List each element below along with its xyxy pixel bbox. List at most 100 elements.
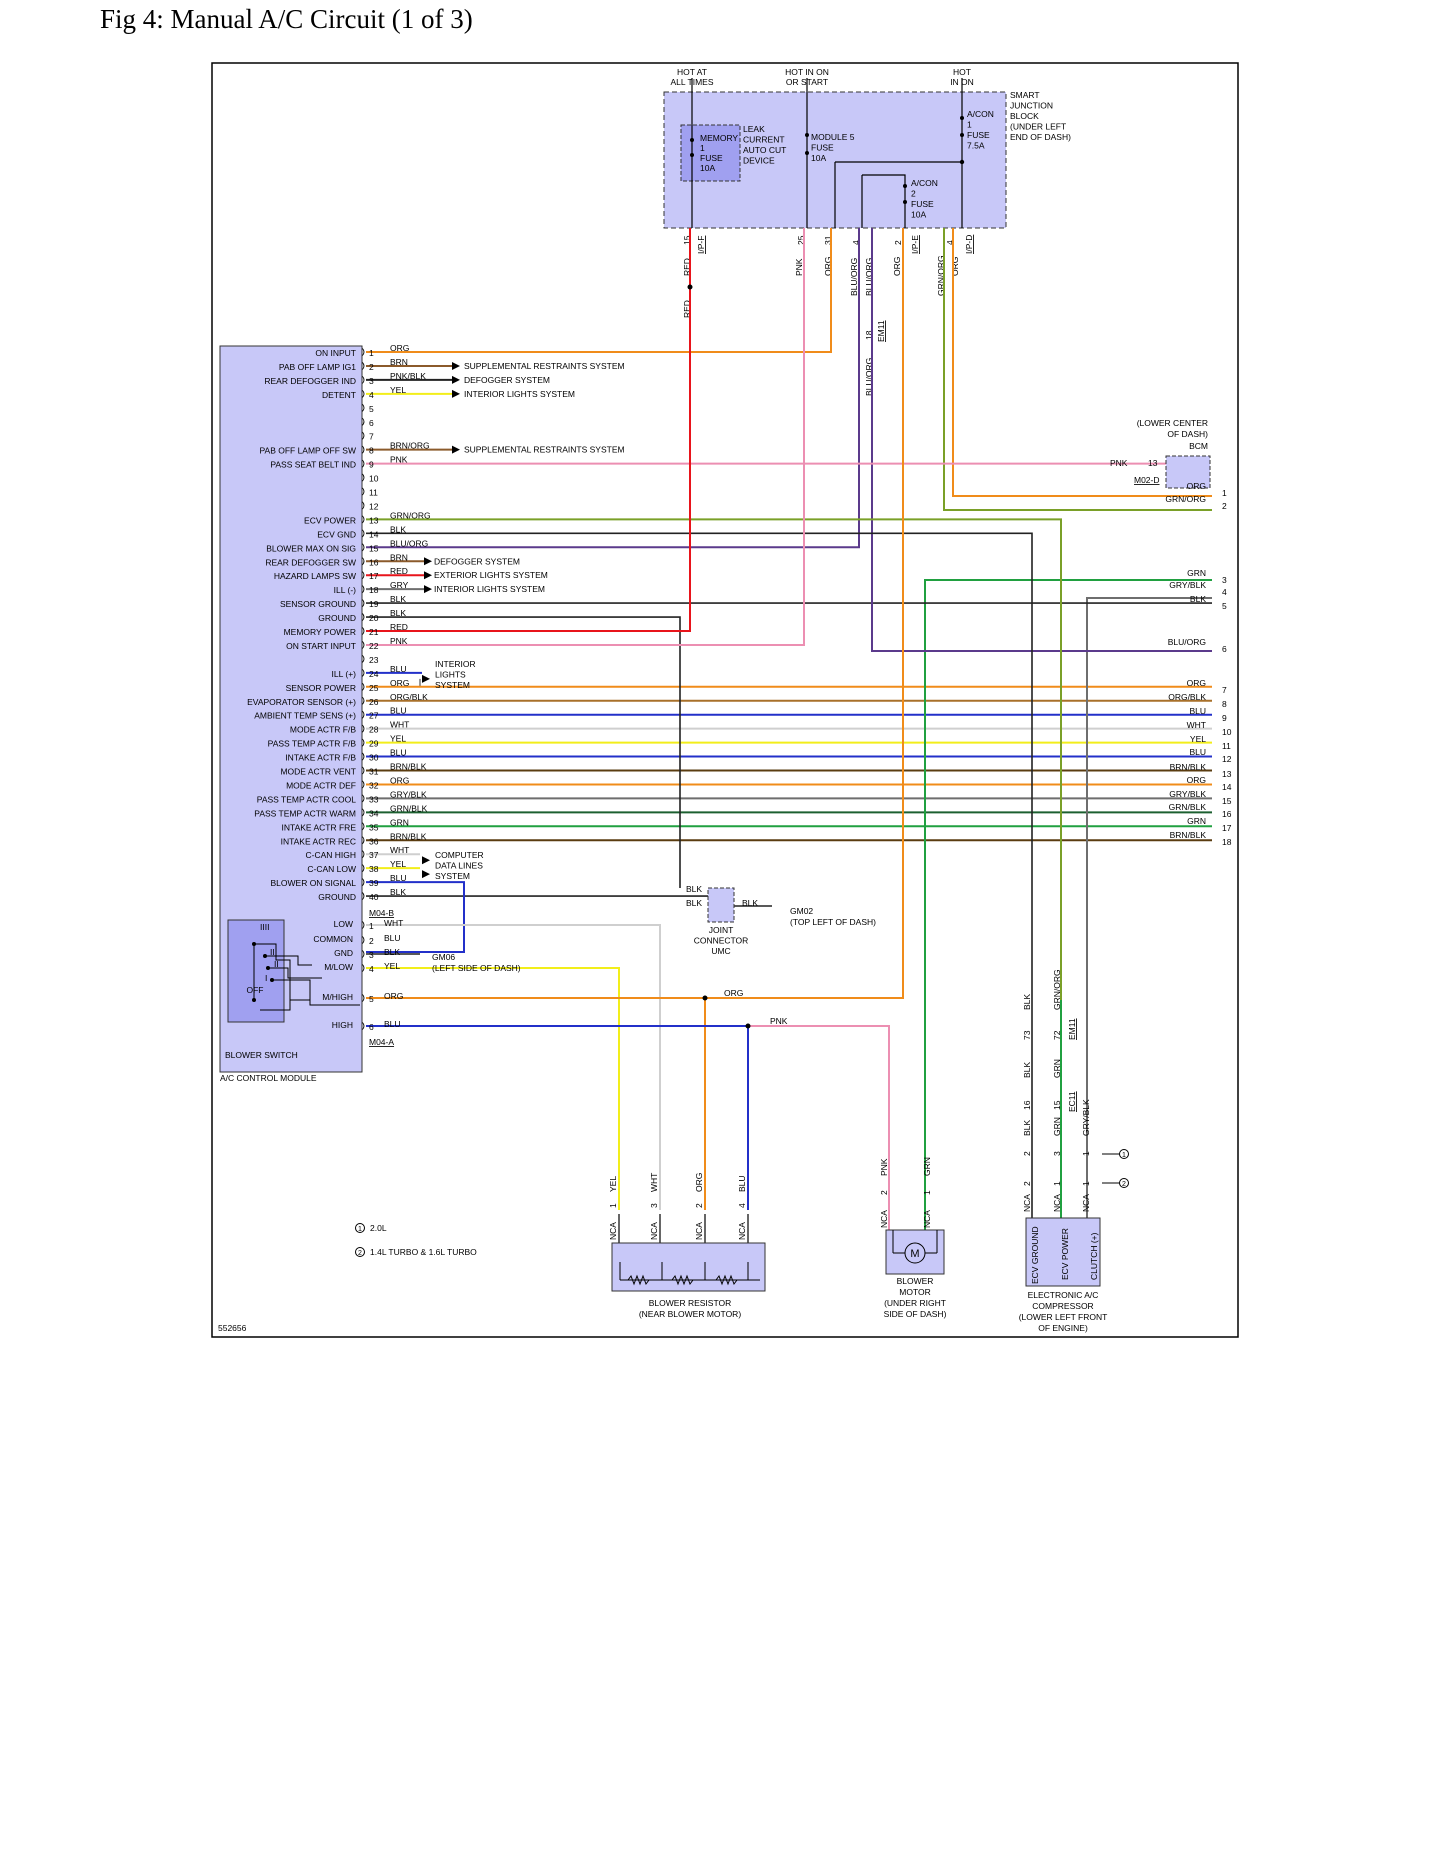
acm-pin-number: 6	[369, 418, 374, 428]
acm-pin-name: GROUND	[318, 892, 356, 902]
sjb-pin-number: 31	[823, 235, 833, 245]
bcm-wire-color: PNK	[1110, 458, 1128, 468]
sjb-pin-number: 2	[893, 240, 903, 245]
compressor-pin-name: CLUTCH (+)	[1089, 1232, 1099, 1280]
acm-pin-wire-color: GRY/BLK	[390, 789, 427, 799]
compressor-wire-color: GRY/BLK	[1081, 1099, 1091, 1136]
compressor-wire-color: GRN/ORG	[1052, 969, 1062, 1010]
option-marker-number: 2	[1122, 1181, 1126, 1188]
acm-pin-number: 26	[369, 697, 379, 707]
pin-bracket	[361, 640, 365, 650]
system-ref-label: DEFOGGER SYSTEM	[434, 556, 520, 566]
pin-bracket	[361, 766, 365, 775]
compressor-wire-color: GRN	[1052, 1117, 1062, 1136]
right-wire-color: BLU	[1189, 747, 1206, 757]
module5-fuse-label: FUSE	[811, 143, 834, 153]
acm-pin-number: 12	[369, 501, 379, 511]
acm-pin-number: 37	[369, 850, 379, 860]
system-ref-arrow	[424, 557, 432, 566]
hot-in-on-start: OR START	[786, 77, 828, 87]
acm-pin-wire-color: YEL	[390, 859, 406, 869]
motor-nca: NCA	[879, 1210, 889, 1228]
right-wire-number: 17	[1222, 823, 1232, 833]
acm-pin-name: BLOWER MAX ON SIG	[266, 543, 356, 553]
acm-pin-number: 24	[369, 669, 379, 679]
acm-pin-name: PAB OFF LAMP IG1	[279, 362, 356, 372]
compressor-nca: NCA	[1081, 1194, 1091, 1212]
motor-wire-color: GRN	[922, 1157, 932, 1176]
leak-device-label: DEVICE	[743, 156, 775, 166]
acm-pin-number: 23	[369, 655, 379, 665]
acm-pin-number: 1	[369, 348, 374, 358]
wire-color-label: ORG	[892, 257, 902, 276]
gm06-label: GM06	[432, 952, 455, 962]
blower-switch-pin-name: GND	[334, 948, 353, 958]
right-wire-number: 1	[1222, 488, 1227, 498]
acm-pin-name: PASS SEAT BELT IND	[270, 460, 356, 470]
bcm-location: (LOWER CENTER	[1137, 418, 1208, 428]
blower-switch-pin-number: 1	[369, 921, 374, 931]
acm-pin-name: REAR DEFOGGER IND	[264, 376, 356, 386]
acm-pin-name: MODE ACTR DEF	[286, 780, 356, 790]
compressor-nca: NCA	[1052, 1194, 1062, 1212]
leak-device-label: LEAK	[743, 124, 765, 134]
acm-pin-number: 30	[369, 753, 379, 763]
resistor-wire-color: ORG	[694, 1173, 704, 1192]
acm-pin-wire-color: BRN	[390, 552, 408, 562]
system-ref-arrow	[422, 674, 430, 683]
acm-pin-name: DETENT	[322, 390, 356, 400]
bcm-connector: M02-D	[1134, 475, 1160, 485]
compressor-wire-color: BLK	[1022, 994, 1032, 1010]
blower-switch-wire-color: BLU	[384, 933, 401, 943]
blower-switch-pin-number: 3	[369, 950, 374, 960]
acm-pin-name: REAR DEFOGGER SW	[265, 557, 356, 567]
acm-pin-name: INTAKE ACTR FRE	[282, 822, 357, 832]
acm-pin-number: 2	[369, 362, 374, 372]
pin-bracket	[361, 431, 365, 440]
sjb-label: END OF DASH)	[1010, 132, 1071, 142]
acm-pin-wire-color: PNK	[390, 636, 408, 646]
compressor-wire-color: GRN	[1052, 1059, 1062, 1078]
right-wire-color: YEL	[1190, 734, 1206, 744]
blower-switch-position: III	[270, 947, 277, 957]
pin-bracket	[361, 835, 365, 845]
system-ref-arrow	[424, 585, 432, 594]
legend-marker	[355, 1223, 365, 1233]
resistor-nca: NCA	[649, 1222, 659, 1240]
sjb-pin-number: 4	[851, 240, 861, 245]
blower-switch-pin-name: M/LOW	[324, 962, 353, 972]
blower-motor-label: SIDE OF DASH)	[884, 1309, 947, 1319]
compressor-label: (LOWER LEFT FRONT	[1019, 1312, 1108, 1322]
wire-color-label: PNK	[770, 1016, 788, 1026]
acm-pin-wire-color: YEL	[390, 734, 406, 744]
blower-switch-pin-name: LOW	[334, 919, 353, 929]
compressor-wire-color: BLK	[1022, 1120, 1032, 1136]
acm-pin-number: 10	[369, 474, 379, 484]
system-ref-label: SYSTEM	[435, 680, 470, 690]
acm-pin-number: 31	[369, 767, 379, 777]
acm-pin-wire-color: RED	[390, 566, 408, 576]
pin-bracket	[361, 794, 365, 803]
right-wire-number: 18	[1222, 837, 1232, 847]
acm-pin-wire-color: ORG/BLK	[390, 692, 428, 702]
acm-label: A/C CONTROL MODULE	[220, 1073, 317, 1083]
leak-device-label: CURRENT	[743, 135, 785, 145]
right-wire-number: 15	[1222, 796, 1232, 806]
acm-pin-wire-color: ORG	[390, 678, 409, 688]
system-ref-label: SYSTEM	[435, 871, 470, 881]
acm-pin-name: PASS TEMP ACTR WARM	[254, 808, 356, 818]
acm-pin-number: 9	[369, 460, 374, 470]
acm-pin-wire-color: BRN	[390, 357, 408, 367]
acm-connector-b: M04-B	[369, 908, 394, 918]
pin-bracket	[361, 682, 365, 692]
acm-pin-wire-color: PNK/BLK	[390, 371, 426, 381]
pin-bracket	[361, 738, 365, 747]
sjb-connector-id: I/P-E	[910, 235, 920, 254]
system-ref-label: SUPPLEMENTAL RESTRAINTS SYSTEM	[464, 445, 625, 455]
acm-pin-wire-color: GRN	[390, 817, 409, 827]
acm-pin-name: GROUND	[318, 613, 356, 623]
blower-switch-wire-color: YEL	[384, 961, 400, 971]
acon1-fuse-label: 7.5A	[967, 141, 985, 151]
bcm-location: OF DASH)	[1167, 429, 1208, 439]
compressor-pin: 72	[1052, 1030, 1062, 1040]
